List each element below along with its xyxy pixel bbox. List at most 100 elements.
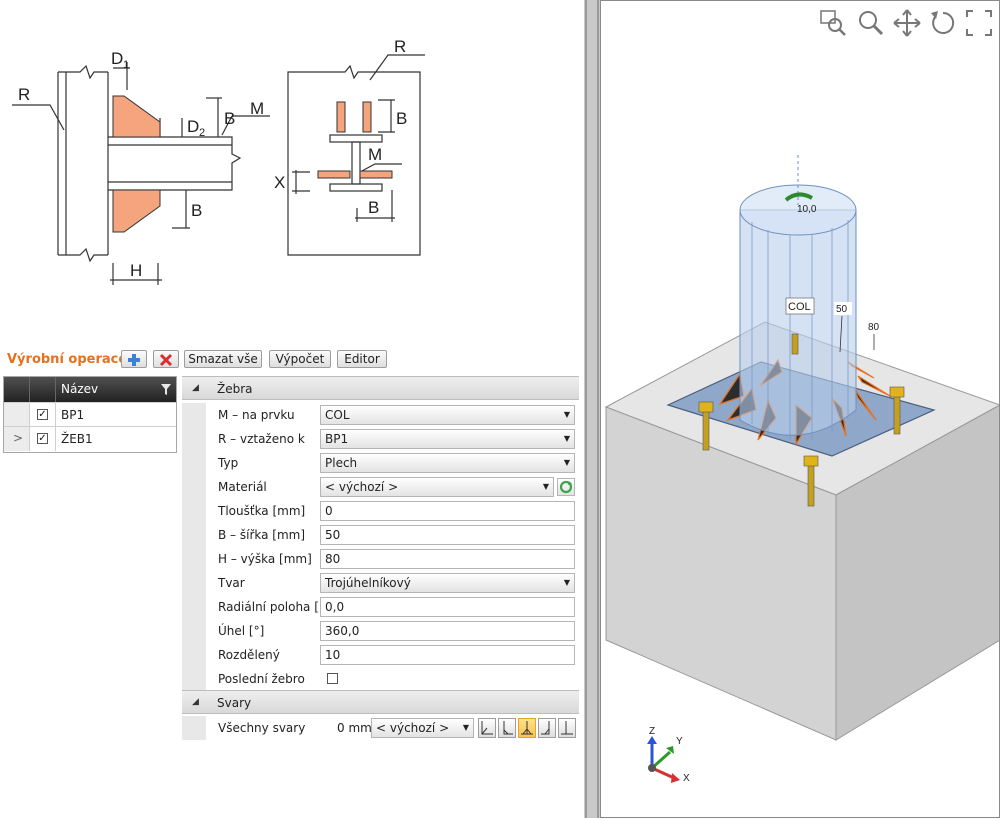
member-select[interactable]: COL ▼ (320, 405, 575, 425)
prop-row-radial-position: Radiální poloha [°] 0,0 (182, 595, 579, 619)
sketch-label-m: M (250, 99, 264, 118)
width-input[interactable]: 50 (320, 525, 575, 545)
axis-y-label: Y (676, 736, 683, 747)
row-name-zeb1: ŽEB1 (61, 432, 93, 446)
prop-row-height: H – výška [mm] 80 (182, 547, 579, 571)
section-welds-label: Svary (217, 696, 252, 710)
row-checkbox-bp1[interactable]: ✓ (37, 409, 48, 420)
prop-row-all-welds: Všechny svary 0 mm < výchozí > ▼ (182, 716, 579, 740)
prop-label: H – výška [mm] (218, 552, 312, 566)
prop-row-shape: Tvar Trojúhelníkový ▼ (182, 571, 579, 595)
height-input[interactable]: 80 (320, 549, 575, 569)
grid-row-zeb1[interactable]: > ✓ ŽEB1 (4, 426, 176, 451)
prop-row-thickness: Tloušťka [mm] 0 (182, 499, 579, 523)
zoom-window-icon[interactable] (818, 8, 848, 38)
section-stiffeners[interactable]: ◢ Žebra (182, 376, 579, 400)
prop-row-width: B – šířka [mm] 50 (182, 523, 579, 547)
dim-width-label: 50 (836, 304, 848, 315)
divided-input[interactable]: 10 (320, 645, 575, 665)
delete-operation-button[interactable] (153, 350, 179, 368)
angle-input[interactable]: 360,0 (320, 621, 575, 641)
sketch-label-d2-sub: 2 (199, 127, 205, 139)
prop-label: Radiální poloha [°] (218, 600, 330, 614)
view-toolbar (818, 8, 998, 40)
column-header-name-label: Název (61, 382, 99, 396)
member-select-value: COL (325, 408, 350, 422)
weld-type-1-button[interactable] (478, 718, 496, 738)
sketch-label-d1: D (111, 49, 123, 68)
weld-fillet-icon (541, 721, 550, 735)
3d-scene: COL 10,0 50 80 Z Y X (604, 155, 1000, 784)
weld-type-4-button[interactable] (538, 718, 556, 738)
prop-label: Tloušťka [mm] (218, 504, 306, 518)
sketch-right-label-m: M (368, 145, 382, 164)
add-icon (128, 354, 140, 366)
panel-splitter[interactable] (584, 0, 600, 818)
related-select-value: BP1 (325, 432, 349, 446)
row-name-bp1: BP1 (61, 408, 85, 422)
sketch-label-d2: D (187, 117, 199, 136)
weld-double-fillet-icon (521, 721, 533, 735)
sketch-right-label-x: X (274, 173, 285, 192)
refresh-icon (559, 480, 573, 494)
prop-label: R – vztaženo k (218, 432, 305, 446)
sketch-label-b-top: B (224, 109, 235, 128)
weld-type-2-button[interactable] (498, 718, 516, 738)
related-select[interactable]: BP1 ▼ (320, 429, 575, 449)
editor-button[interactable]: Editor (337, 350, 387, 368)
type-select[interactable]: Plech ▼ (320, 453, 575, 473)
prop-row-member: M – na prvku COL ▼ (182, 403, 579, 427)
3d-viewport[interactable]: COL 10,0 50 80 Z Y X (600, 0, 1000, 818)
angle-label: 10,0 (797, 204, 817, 215)
operations-title: Výrobní operace (7, 352, 128, 367)
collapse-icon[interactable]: ◢ (192, 697, 199, 707)
prop-label: Rozdělený (218, 648, 280, 662)
pan-icon[interactable] (892, 8, 922, 38)
sketch-label-b-bottom: B (191, 201, 202, 220)
grid-header: Název (4, 377, 176, 402)
weld-fillet-icon (481, 721, 493, 735)
chevron-down-icon: ▼ (563, 434, 570, 443)
row-checkbox-zeb1[interactable]: ✓ (37, 433, 48, 444)
shape-select[interactable]: Trojúhelníkový ▼ (320, 573, 575, 593)
axis-x-label: X (683, 773, 690, 784)
column-header-name[interactable]: Název (56, 377, 176, 402)
prop-label: Typ (218, 456, 239, 470)
fit-icon[interactable] (964, 8, 994, 38)
delete-icon (159, 353, 173, 367)
zoom-icon[interactable] (856, 8, 886, 38)
stiffener-sketch: R D 1 D 2 B M B H R B M X B (12, 37, 425, 285)
dim-height-label: 80 (868, 322, 880, 333)
material-refresh-button[interactable] (557, 478, 575, 496)
last-stiffener-checkbox[interactable] (327, 673, 338, 684)
prop-label: M – na prvku (218, 408, 295, 422)
prop-row-angle: Úhel [°] 360,0 (182, 619, 579, 643)
prop-row-related: R – vztaženo k BP1 ▼ (182, 427, 579, 451)
delete-all-button[interactable]: Smazat vše (184, 350, 262, 368)
weld-butt-icon (561, 721, 573, 735)
rotate-icon[interactable] (928, 8, 958, 38)
chevron-down-icon: ▼ (563, 578, 570, 587)
weld-size-value[interactable]: 0 mm (337, 721, 372, 735)
filter-icon[interactable] (161, 384, 171, 395)
prop-label: B – šířka [mm] (218, 528, 306, 542)
weld-type-3-button[interactable] (518, 718, 536, 738)
radial-position-input[interactable]: 0,0 (320, 597, 575, 617)
material-select[interactable]: < výchozí > ▼ (320, 477, 554, 497)
weld-type-select[interactable]: < výchozí > ▼ (371, 718, 474, 738)
material-select-value: < výchozí > (325, 480, 399, 494)
collapse-icon[interactable]: ◢ (192, 383, 199, 393)
chevron-down-icon: ▼ (563, 458, 570, 467)
operations-toolbar: Výrobní operace (0, 348, 584, 372)
sketch-label-d1-sub: 1 (123, 59, 129, 71)
weld-type-5-button[interactable] (558, 718, 576, 738)
section-welds[interactable]: ◢ Svary (182, 690, 579, 714)
prop-label: Všechny svary (218, 721, 306, 735)
thickness-input[interactable]: 0 (320, 501, 575, 521)
calculate-button[interactable]: Výpočet (269, 350, 331, 368)
prop-label: Poslední žebro (218, 672, 305, 686)
prop-row-last-stiffener: Poslední žebro (182, 667, 579, 691)
grid-row-bp1[interactable]: ✓ BP1 (4, 402, 176, 427)
add-operation-button[interactable] (121, 350, 147, 368)
section-stiffeners-label: Žebra (217, 382, 253, 396)
